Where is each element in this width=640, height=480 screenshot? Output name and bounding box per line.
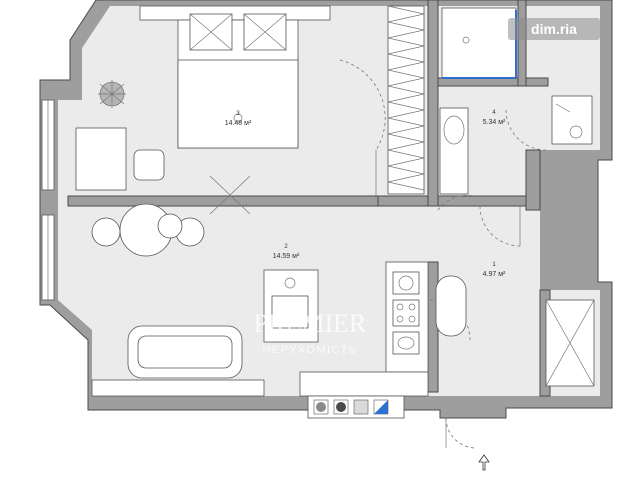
- washing-machine-icon: [392, 271, 420, 295]
- dining-set: [91, 175, 251, 257]
- room-3-number: 3: [236, 111, 240, 117]
- coat-rack: [435, 275, 467, 337]
- room-1-label: 1 4.97 м²: [460, 261, 528, 279]
- toilet-icon: [551, 95, 593, 145]
- desk: [75, 127, 165, 191]
- room-4-number: 4: [492, 110, 496, 116]
- windows: [41, 99, 55, 301]
- appliance-tiles: [313, 399, 389, 415]
- sofa: [91, 325, 265, 397]
- room-1-number: 1: [492, 262, 496, 268]
- bathtub-sink: [439, 107, 469, 195]
- room-4-area: 5.34 м²: [482, 119, 506, 126]
- room-2-label: 2 14.59 м²: [252, 243, 320, 261]
- kitchen-island: [263, 269, 319, 343]
- wardrobe: [387, 5, 425, 195]
- room-2-area: 14.59 м²: [272, 253, 300, 260]
- bed: [139, 5, 331, 149]
- room-4-label: 4 5.34 м²: [460, 109, 528, 127]
- watermark-subtitle: НЕРУХОМІСТЬ: [262, 344, 357, 356]
- stove-icon: [392, 299, 420, 327]
- room-3-label: 3 14.48 м²: [204, 110, 272, 128]
- entrance-arrow-icon: [478, 454, 490, 471]
- site-badge: dim.ria: [508, 18, 600, 40]
- interior-walls: [67, 0, 551, 397]
- sink-icon: [392, 331, 420, 355]
- fridge-icon: [545, 299, 595, 387]
- svg-text:dim.ria: dim.ria: [531, 21, 577, 37]
- room-label-3: 1: [233, 113, 243, 123]
- plant: [98, 80, 126, 108]
- watermark-brand: PREMIER: [254, 309, 367, 338]
- shower: [441, 7, 517, 79]
- room-3-area: 14.48 м²: [224, 120, 252, 127]
- room-1-area: 4.97 м²: [482, 271, 506, 278]
- room-2-number: 2: [284, 244, 288, 250]
